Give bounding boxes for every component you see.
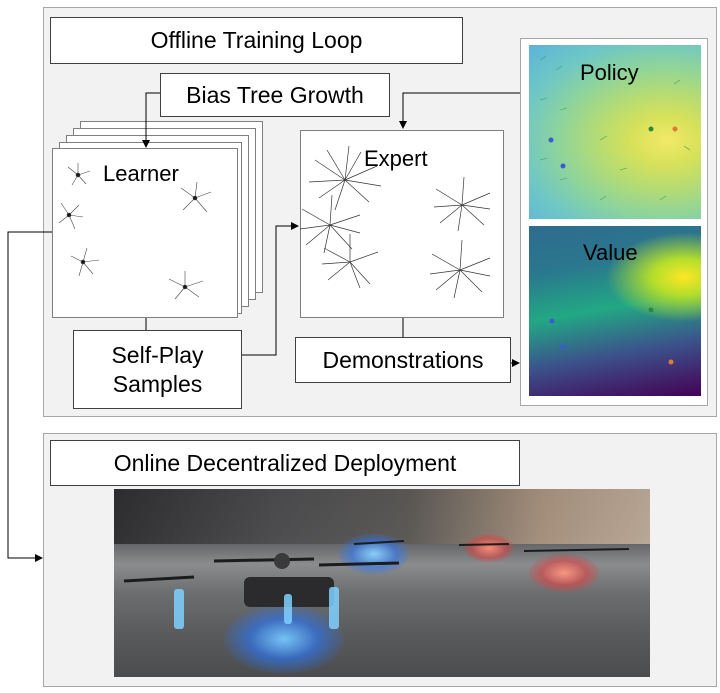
policy-field-glyphs [539, 55, 691, 201]
policy-agent-markers [548, 126, 678, 169]
offline-training-title: Offline Training Loop [50, 17, 463, 64]
value-agent-markers [549, 307, 674, 365]
policy-label: Policy [580, 60, 639, 85]
selfplay-to-expert-arrow [242, 222, 299, 356]
drone-glow-red-far [464, 534, 514, 562]
bias-tree-growth-box: Bias Tree Growth [160, 73, 390, 117]
demonstrations-box: Demonstrations [295, 337, 511, 383]
learner-label: Learner [103, 161, 179, 186]
value-map [529, 226, 701, 396]
expert-trees [299, 145, 491, 299]
learner-panel [52, 148, 238, 318]
online-deployment-title: Online Decentralized Deployment [50, 440, 520, 486]
bias-to-learner-arrow [142, 92, 160, 148]
self-play-line2: Samples [112, 370, 203, 397]
bias-to-expert-arrow [399, 92, 520, 129]
self-play-line1: Self-Play [111, 341, 204, 368]
learner-trees [58, 163, 212, 300]
learner-to-deployment-arrow [7, 231, 52, 562]
policy-map [529, 45, 701, 219]
value-label: Value [583, 240, 638, 265]
drone-silhouettes [123, 540, 630, 629]
drone-photo [114, 489, 650, 677]
self-play-samples-box: Self-Play Samples [73, 330, 242, 409]
drone-glow-red-right [529, 554, 599, 592]
